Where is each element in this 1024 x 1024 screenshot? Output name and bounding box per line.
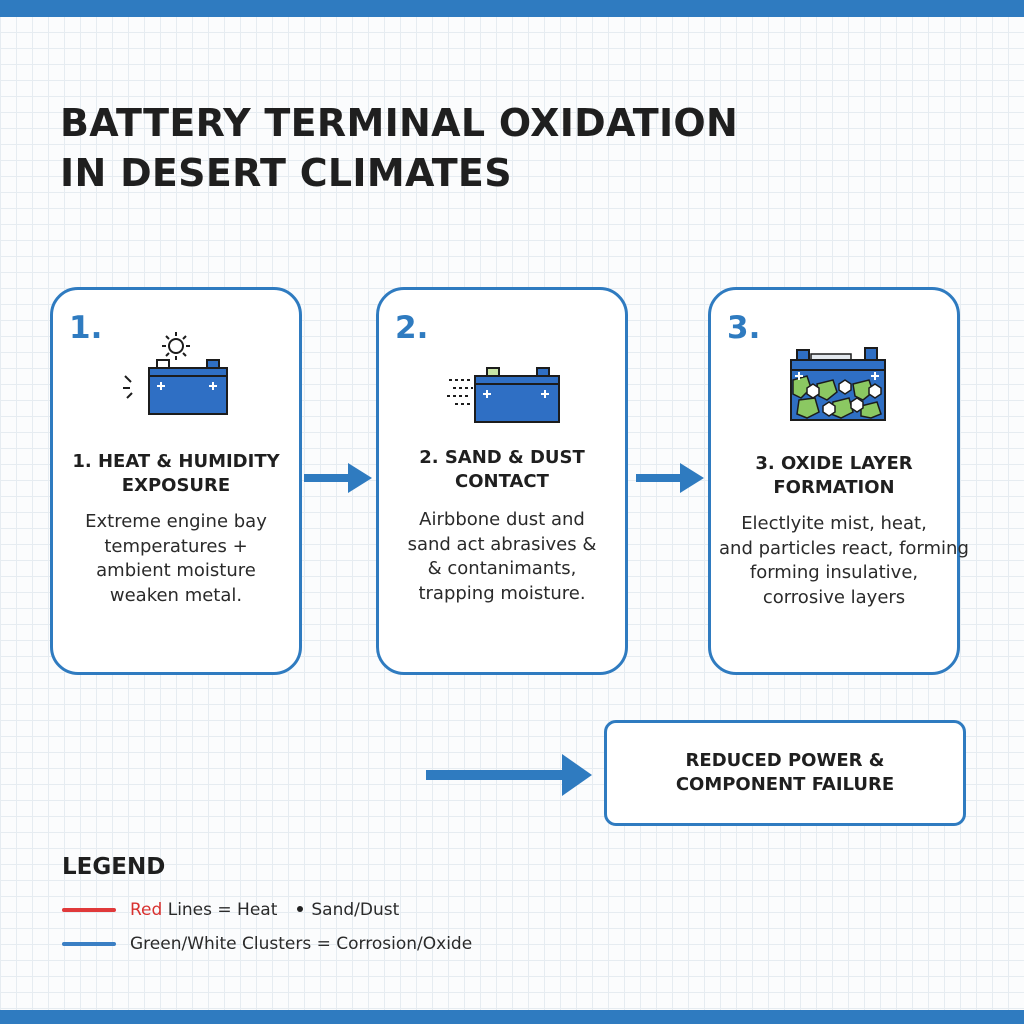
battery-dust-icon <box>447 367 560 423</box>
top-band <box>0 0 1024 17</box>
legend-row-corrosion: Green/White Clusters = Corrosion/Oxide <box>62 934 472 954</box>
title-line-1: BATTERY TERMINAL OXIDATION <box>60 101 739 145</box>
step-heading: 3. OXIDE LAYER FORMATION <box>755 453 913 498</box>
outcome-box: REDUCED POWER & COMPONENT FAILURE <box>604 720 966 826</box>
step-number: 3. <box>727 310 761 346</box>
legend-heat-text: Lines = Heat <box>162 900 278 920</box>
page-title: BATTERY TERMINAL OXIDATION IN DESERT CLI… <box>60 98 738 198</box>
battery-corrosion-icon <box>790 347 886 421</box>
title-line-2: IN DESERT CLIMATES <box>60 151 512 195</box>
step-card-2: 2. 2. SAND & DUST CONTACT Airbbone dust … <box>376 287 628 675</box>
arrow-right-icon <box>636 463 704 493</box>
step-description: Extreme engine bay temperatures + ambien… <box>85 511 267 606</box>
legend-title: LEGEND <box>62 854 166 880</box>
legend-red-word: Red <box>130 900 163 920</box>
legend-dot-icon <box>297 906 304 912</box>
step-description: Airbbone dust and sand act abrasives & &… <box>407 509 597 604</box>
step-heading: 1. HEAT & HUMIDITY EXPOSURE <box>72 451 280 496</box>
legend-row-heat: Red Lines = Heat Sand/Dust <box>62 900 399 920</box>
step-card-3: 3. 3. OXIDE LAYER FORMATION <box>708 287 969 675</box>
legend-blue-line <box>62 942 116 946</box>
legend-corrosion-text: Green/White Clusters = Corrosion/Oxide <box>130 934 473 954</box>
arrow-right-icon <box>304 463 372 493</box>
outcome-line-1: REDUCED POWER & <box>685 750 885 771</box>
legend-dust-text: Sand/Dust <box>311 900 400 920</box>
outcome-line-2: COMPONENT FAILURE <box>675 774 895 795</box>
legend-red-line <box>62 908 116 912</box>
arrow-right-icon <box>426 754 592 796</box>
step-number: 1. <box>69 310 103 346</box>
step-heading: 2. SAND & DUST CONTACT <box>419 447 585 492</box>
bottom-band <box>0 1010 1024 1024</box>
step-card-1: 1. 1. HEAT & HUMIDITY EXPOSURE Extr <box>50 287 302 675</box>
step-description: Electlyite mist, heat, and particles rea… <box>719 513 969 608</box>
battery-sun-icon <box>123 332 228 415</box>
step-number: 2. <box>395 310 429 346</box>
